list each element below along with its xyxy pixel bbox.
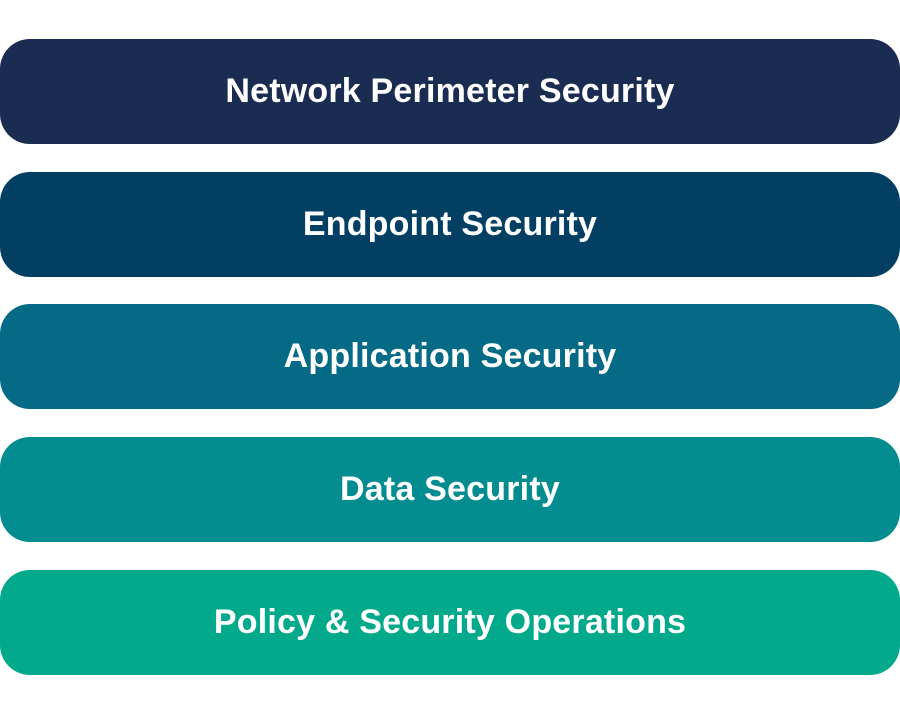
layer-application-security: Application Security [0, 304, 900, 409]
layer-data-security: Data Security [0, 437, 900, 542]
layer-endpoint-security: Endpoint Security [0, 172, 900, 277]
layer-policy-security-operations: Policy & Security Operations [0, 570, 900, 675]
layer-label: Application Security [283, 337, 617, 375]
layer-label: Policy & Security Operations [213, 603, 687, 641]
layer-label: Endpoint Security [302, 205, 598, 243]
layer-label: Network Perimeter Security [225, 72, 675, 110]
layer-label: Data Security [340, 470, 560, 508]
layer-network-perimeter-security: Network Perimeter Security [0, 39, 900, 144]
